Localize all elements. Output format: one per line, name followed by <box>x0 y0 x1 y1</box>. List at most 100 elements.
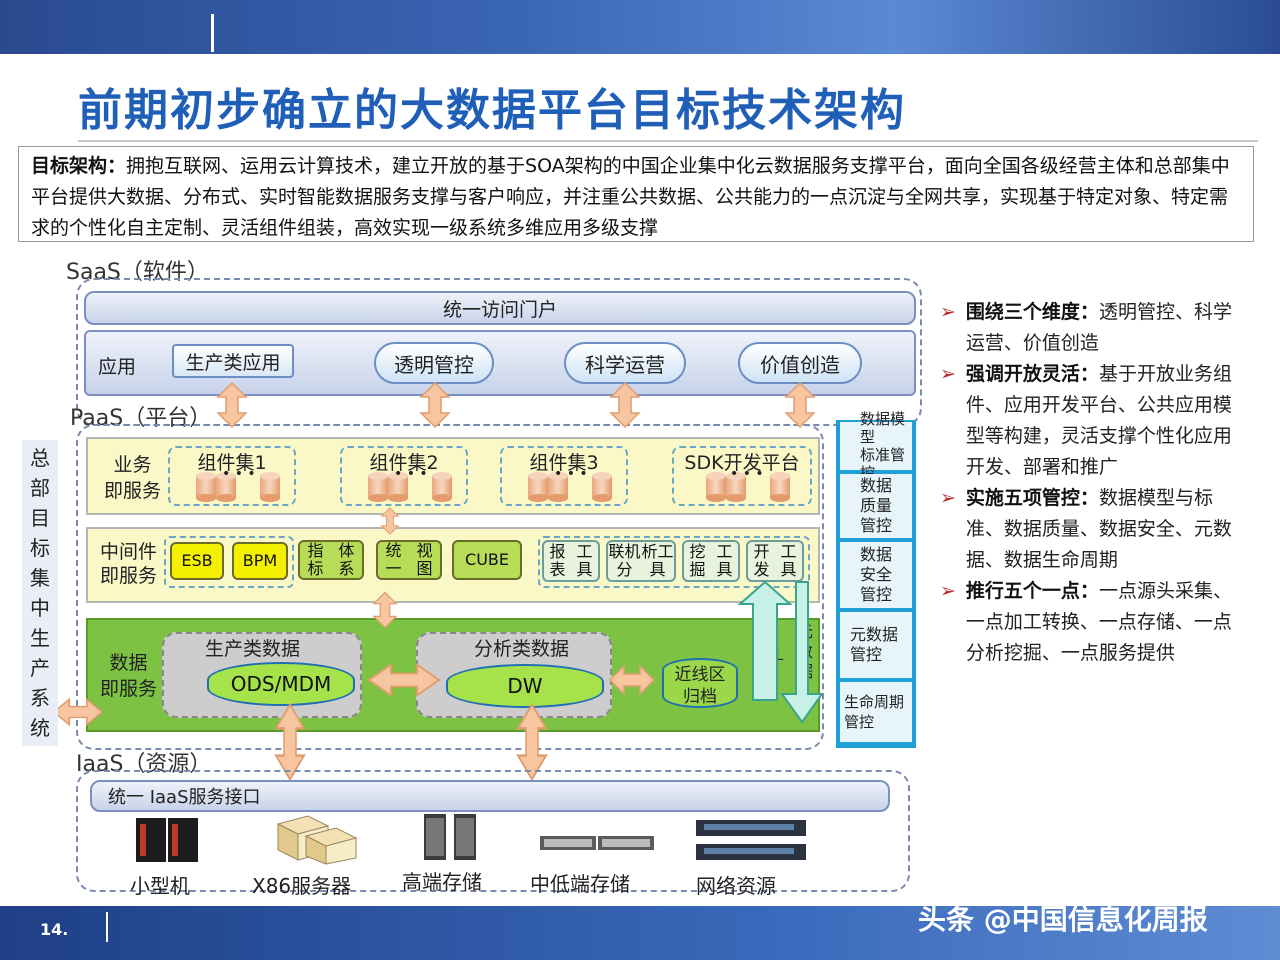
dots-1: • • • <box>222 466 256 482</box>
resource-mid-low-storage: 中低端存储 <box>530 872 630 896</box>
olap-tool-line1: 联机分 <box>608 542 641 579</box>
resource-high-end-storage: 高端存储 <box>402 870 482 894</box>
footer-divider <box>106 912 108 942</box>
data-service-label: 数据 即服务 <box>100 650 157 702</box>
hq-production-system-label: 总 部 目 标 集 中 生 产 系 统 <box>22 440 58 746</box>
middleware-label-line1: 中间件 <box>100 541 158 563</box>
hq-char-6: 中 <box>30 596 50 620</box>
component-set-2: 组件集2 <box>340 446 468 506</box>
governance-quality: 数据质量管控 <box>840 474 912 540</box>
bullet-3-text: 数据模型与标准、数据质量、数据安全、元数据、数据生命周期 <box>965 487 1232 571</box>
middleware-label-line2: 即服务 <box>100 565 158 587</box>
bullet-item-4: ➢推行五个一点：一点源头采集、一点加工转换、一点存储、一点分析挖掘、一点服务提供 <box>940 576 1240 669</box>
component-set-3: 组件集3 <box>500 446 628 506</box>
production-data-title: 生产类数据 <box>205 638 301 660</box>
indicator-system-box: 指标体系 <box>298 540 364 580</box>
archive-line2: 归档 <box>683 687 717 707</box>
olap-tool-line2: 析工具 <box>641 542 674 579</box>
dots-3: • • • <box>554 466 588 482</box>
app-scientific-operation: 科学运营 <box>564 342 686 384</box>
governance-metadata: 元数据管控 <box>840 612 912 680</box>
mining-tool-line2: 工具 <box>716 542 733 579</box>
hq-char-8: 产 <box>30 656 50 680</box>
hq-char-4: 标 <box>30 536 50 560</box>
bullet-2-head: 强调开放灵活： <box>965 363 1099 385</box>
bullet-arrow-icon: ➢ <box>940 487 956 509</box>
page-title: 前期初步确立的大数据平台目标技术架构 <box>78 85 906 136</box>
cube-box: CUBE <box>452 540 522 580</box>
governance-model-standard: 数据模型标准管控 <box>840 410 912 482</box>
watermark: 头条 @中国信息化周报 <box>918 903 1208 936</box>
dots-2: • • • <box>394 466 428 482</box>
bpm-box: BPM <box>232 542 288 580</box>
unified-view-line1: 统一 <box>385 541 402 578</box>
business-label-line1: 业务 <box>113 454 152 476</box>
resource-icons <box>136 814 806 865</box>
description-text: 拥抱互联网、运用云计算技术，建立开放的基于SOA架构的中国企业集中化云数据服务支… <box>31 155 1230 239</box>
gov-security-line3: 管控 <box>860 585 893 604</box>
data-label-line2: 即服务 <box>100 678 158 700</box>
title-rule <box>78 140 1258 142</box>
unified-portal-bar: 统一访问门户 <box>84 291 916 325</box>
esb-box: ESB <box>170 542 224 580</box>
dev-tool-line2: 工具 <box>780 542 797 579</box>
sdk-dev-platform-label: SDK开发平台 <box>684 452 800 474</box>
bullet-item-1: ➢ 围绕三个维度：透明管控、科学运营、价值创造 <box>940 297 1240 359</box>
resource-x86: X86服务器 <box>252 874 352 898</box>
mining-tool: 挖掘工具 <box>682 540 740 582</box>
description-label: 目标架构： <box>31 155 127 177</box>
banner-divider <box>211 14 214 52</box>
page-number: 14. <box>40 920 69 939</box>
bullet-1-text: 透明管控、科学运营、价值创造 <box>965 301 1232 354</box>
minicomputer-icon <box>136 818 198 862</box>
bullet-1-head: 围绕三个维度： <box>965 301 1099 323</box>
bullet-arrow-icon: ➢ <box>940 363 956 385</box>
dw-store: DW <box>446 664 604 708</box>
indicator-line2: 体系 <box>338 541 355 578</box>
bullet-arrow-icon: ➢ <box>940 301 956 323</box>
iaas-frame <box>76 770 910 892</box>
iaas-label: IaaS（资源） <box>76 752 212 777</box>
dots-4: • • • <box>730 466 764 482</box>
esb-bpm-group <box>164 536 294 588</box>
gov-quality-line1: 数据 <box>860 476 893 495</box>
unified-view-line2: 视图 <box>416 541 433 578</box>
mid-low-storage-icon <box>540 836 654 850</box>
gov-quality-line3: 管控 <box>860 516 893 535</box>
bullet-item-3: ➢ 实施五项管控：数据模型与标准、数据质量、数据安全、元数据、数据生命周期 <box>940 483 1240 576</box>
report-tool-line2: 工具 <box>576 542 593 579</box>
business-label-line2: 即服务 <box>104 480 162 502</box>
high-end-storage-icon <box>424 814 476 860</box>
gov-quality-line2: 质量 <box>860 496 893 515</box>
bullet-arrow-icon: ➢ <box>940 580 956 602</box>
x86-server-icon <box>276 815 358 865</box>
report-tool-line1: 报表 <box>549 542 566 579</box>
component-set-1-label: 组件集1 <box>197 452 267 474</box>
analytical-data-title: 分析类数据 <box>474 638 570 660</box>
indicator-line1: 指标 <box>307 541 324 578</box>
mining-tool-line1: 挖掘 <box>689 542 706 579</box>
gov-metadata-line1: 元数据 <box>850 625 899 644</box>
bullet-4-head: 推行五个一点： <box>965 580 1099 602</box>
sdk-dev-platform: SDK开发平台 <box>672 446 812 506</box>
middleware-service-label: 中间件 即服务 <box>100 540 157 588</box>
resource-network: 网络资源 <box>696 874 776 898</box>
component-cylinders <box>196 472 790 502</box>
footer-banner <box>0 906 1280 960</box>
gov-security-line2: 安全 <box>860 565 893 584</box>
gov-security-line1: 数据 <box>860 545 893 564</box>
component-set-1: 组件集1 <box>168 446 296 506</box>
nearline-archive: 近线区 归档 <box>662 658 738 708</box>
governance-security: 数据安全管控 <box>840 542 912 610</box>
hq-char-5: 集 <box>30 566 50 590</box>
hq-char-7: 生 <box>30 626 50 650</box>
archive-line1: 近线区 <box>674 665 726 685</box>
resource-minicomputer: 小型机 <box>130 874 190 898</box>
hq-char-1: 总 <box>30 446 50 470</box>
data-label-line1: 数据 <box>109 652 148 674</box>
bullet-3-head: 实施五项管控： <box>965 487 1099 509</box>
component-set-2-label: 组件集2 <box>369 452 439 474</box>
app-production: 生产类应用 <box>172 344 294 378</box>
network-switch-icon <box>696 820 806 860</box>
application-label: 应用 <box>98 356 137 378</box>
